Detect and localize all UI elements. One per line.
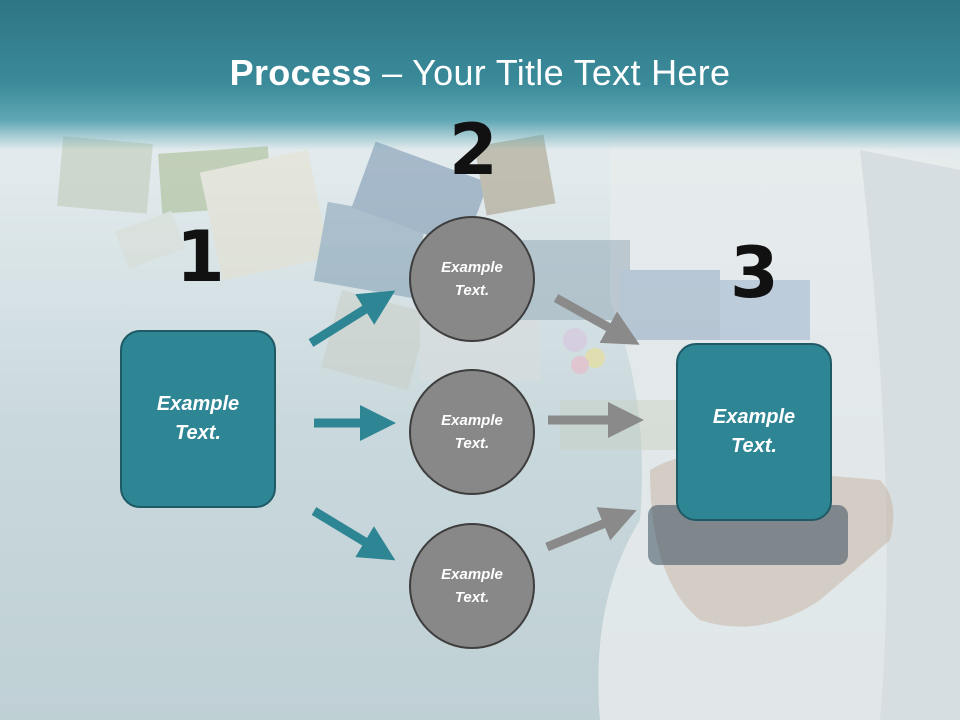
circle-node-top[interactable]: Example Text. (409, 216, 535, 342)
arrow-bottom-to-right (545, 507, 637, 552)
header-band (0, 0, 960, 150)
arrow-left-to-top (308, 290, 396, 347)
circle-middle-label: Example Text. (441, 411, 503, 452)
left-step-box[interactable]: Example Text. (120, 330, 276, 508)
slide-title: Process – Your Title Text Here (0, 52, 960, 94)
right-step-box[interactable]: Example Text. (676, 343, 832, 521)
step-number-2: 2 (449, 109, 498, 191)
step-number-3: 3 (730, 232, 779, 314)
step-number-1: 1 (176, 216, 225, 298)
arrow-left-to-bottom (311, 507, 396, 561)
circle-node-middle[interactable]: Example Text. (409, 369, 535, 495)
circle-bottom-label: Example Text. (441, 565, 503, 606)
left-step-label: Example Text. (156, 393, 240, 444)
right-step-label: Example Text. (712, 406, 796, 457)
title-bold: Process (229, 52, 372, 93)
circle-node-bottom[interactable]: Example Text. (409, 523, 535, 649)
title-rest: – Your Title Text Here (371, 52, 731, 93)
circle-top-label: Example Text. (441, 258, 503, 299)
arrow-top-to-right (553, 294, 640, 345)
